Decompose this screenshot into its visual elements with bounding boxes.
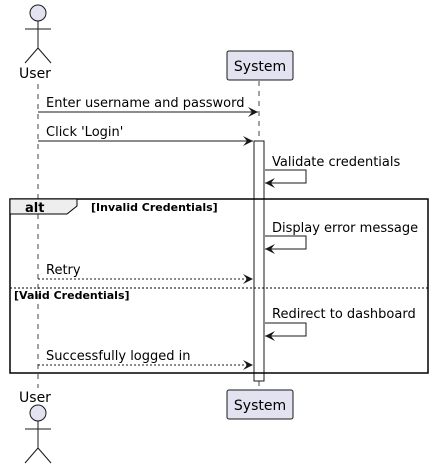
system-label-top: System bbox=[234, 59, 286, 75]
self-message-arrow bbox=[265, 322, 307, 341]
system-box-top bbox=[226, 50, 294, 81]
message-label: Click 'Login' bbox=[46, 125, 123, 140]
message-label: Validate credentials bbox=[272, 155, 401, 170]
alt-guard-invalid: [Invalid Credentials] bbox=[91, 201, 218, 214]
message-label: Enter username and password bbox=[46, 96, 244, 111]
self-message-arrow bbox=[265, 169, 307, 188]
user-actor-bottom bbox=[24, 404, 52, 464]
self-message-arrow bbox=[265, 235, 307, 254]
alt-fragment-frame bbox=[9, 198, 429, 374]
system-box-bottom bbox=[226, 389, 294, 420]
message-label: Redirect to dashboard bbox=[272, 307, 416, 322]
message-label: Display error message bbox=[272, 221, 418, 236]
message-label: Successfully logged in bbox=[46, 349, 191, 364]
system-activation-bar bbox=[253, 140, 265, 382]
alt-guard-valid: [Valid Credentials] bbox=[14, 289, 130, 302]
system-label-bottom: System bbox=[234, 398, 286, 414]
user-label-top: User bbox=[19, 66, 51, 82]
alt-operator-label: alt bbox=[25, 201, 44, 216]
message-label: Retry bbox=[46, 263, 81, 278]
user-actor-top bbox=[24, 4, 52, 64]
user-label-bottom: User bbox=[19, 390, 51, 406]
alt-operator-tab bbox=[9, 198, 78, 215]
